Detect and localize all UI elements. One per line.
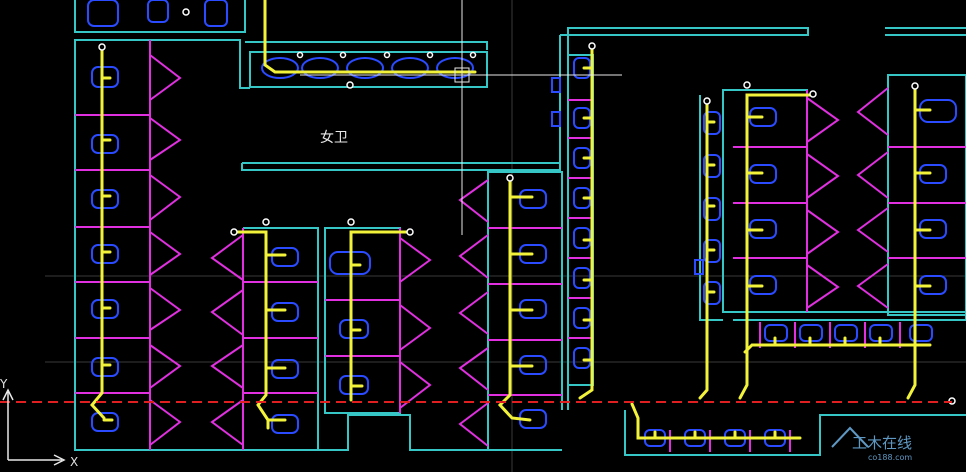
axis-x-label: X xyxy=(70,455,78,469)
crosshair-cursor xyxy=(300,0,622,235)
room-label: 女卫 xyxy=(320,129,348,146)
axis-y-label: Y xyxy=(0,377,8,391)
site-watermark: 工木在线 co188.com xyxy=(831,426,912,462)
ucs-axis-icon xyxy=(2,388,66,466)
stall-partitions xyxy=(75,40,966,452)
water-pipes xyxy=(90,0,932,440)
pipe-endpoints xyxy=(98,8,956,405)
wall-outlines xyxy=(74,0,966,456)
grid-lines xyxy=(45,0,966,472)
toilet-fixtures xyxy=(87,0,957,447)
watermark-title: 工木在线 xyxy=(852,434,912,452)
watermark-url: co188.com xyxy=(868,453,912,462)
